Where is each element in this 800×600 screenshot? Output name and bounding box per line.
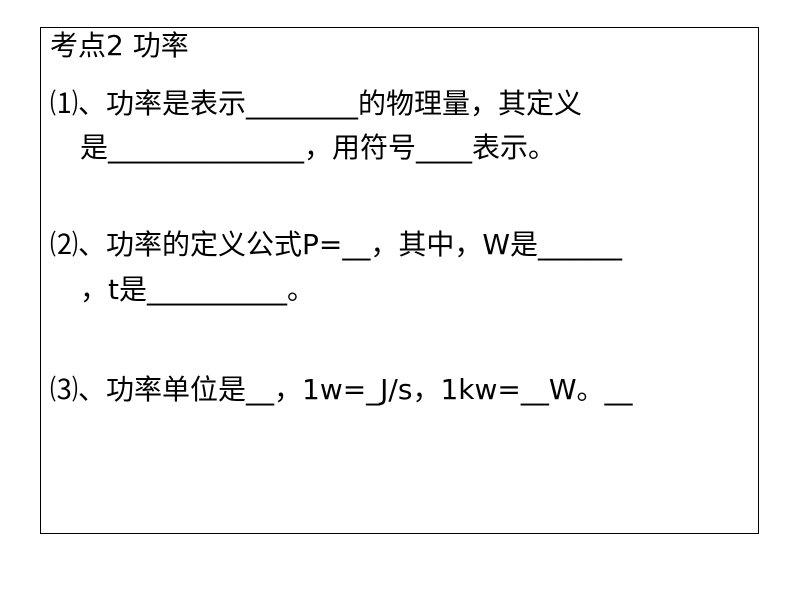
item-1-line-2: 是______________，用符号____表示。 (80, 131, 557, 164)
section-heading: 考点2 功率 (50, 29, 189, 62)
item-3-line-1: ⑶、功率单位是__，1w=_J/s，1kw=__W。__ (50, 373, 633, 406)
item-1-line-1: ⑴、功率是表示________的物理量，其定义 (50, 87, 583, 120)
item-2-line-2: ，t是__________。 (80, 273, 315, 306)
content-frame (40, 27, 759, 534)
item-2-line-1: ⑵、功率的定义公式P=__，其中，W是______ (50, 228, 623, 261)
